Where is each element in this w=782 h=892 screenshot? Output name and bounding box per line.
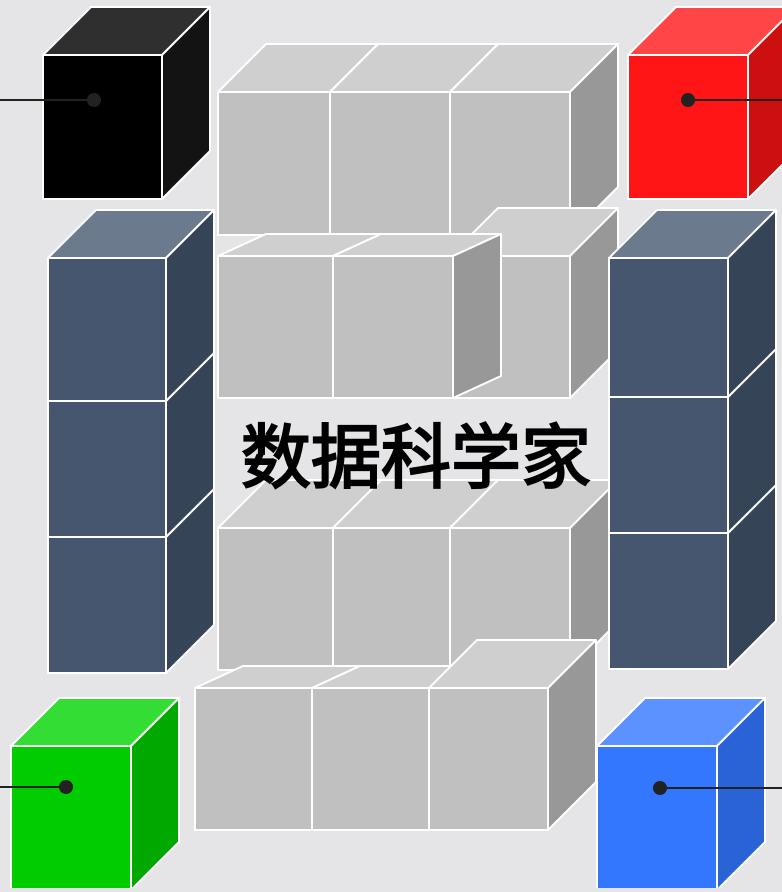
connector-green <box>0 780 73 794</box>
cube-front-face <box>332 255 454 399</box>
cube-side-face <box>452 233 502 399</box>
gray-cube <box>449 43 619 236</box>
cube-front-face <box>311 687 430 831</box>
cube-front-face <box>47 400 167 538</box>
cube-front-face <box>428 687 549 831</box>
cube-front-face <box>627 54 749 200</box>
corner-cube-black <box>42 6 211 200</box>
diagram-title: 数据科学家 <box>241 417 591 499</box>
corner-cube-blue <box>596 697 766 891</box>
cube-front-face <box>217 255 334 399</box>
cube-front-face <box>332 527 451 671</box>
cube-front-face <box>217 527 334 671</box>
gray-cube <box>449 479 619 671</box>
connector-black <box>0 93 101 107</box>
cube-front-face <box>596 745 718 891</box>
cube-front-face <box>10 745 132 891</box>
connector-red <box>681 93 782 107</box>
cube-front-face <box>47 536 167 674</box>
corner-cube-green <box>10 697 180 891</box>
corner-cube-red <box>627 6 782 200</box>
cube-front-face <box>608 257 729 398</box>
cube-front-face <box>47 257 167 402</box>
gray-cube <box>428 639 597 831</box>
cube-front-face <box>608 396 729 534</box>
cube-front-face <box>42 54 163 200</box>
slate-cube <box>47 209 215 402</box>
connector-blue <box>653 781 782 795</box>
cube-front-face <box>194 687 313 831</box>
cube-front-face <box>608 532 729 670</box>
gray-cube <box>332 233 502 399</box>
cube-front-face <box>217 91 331 236</box>
cube-front-face <box>329 91 451 236</box>
slate-cube <box>608 209 777 398</box>
